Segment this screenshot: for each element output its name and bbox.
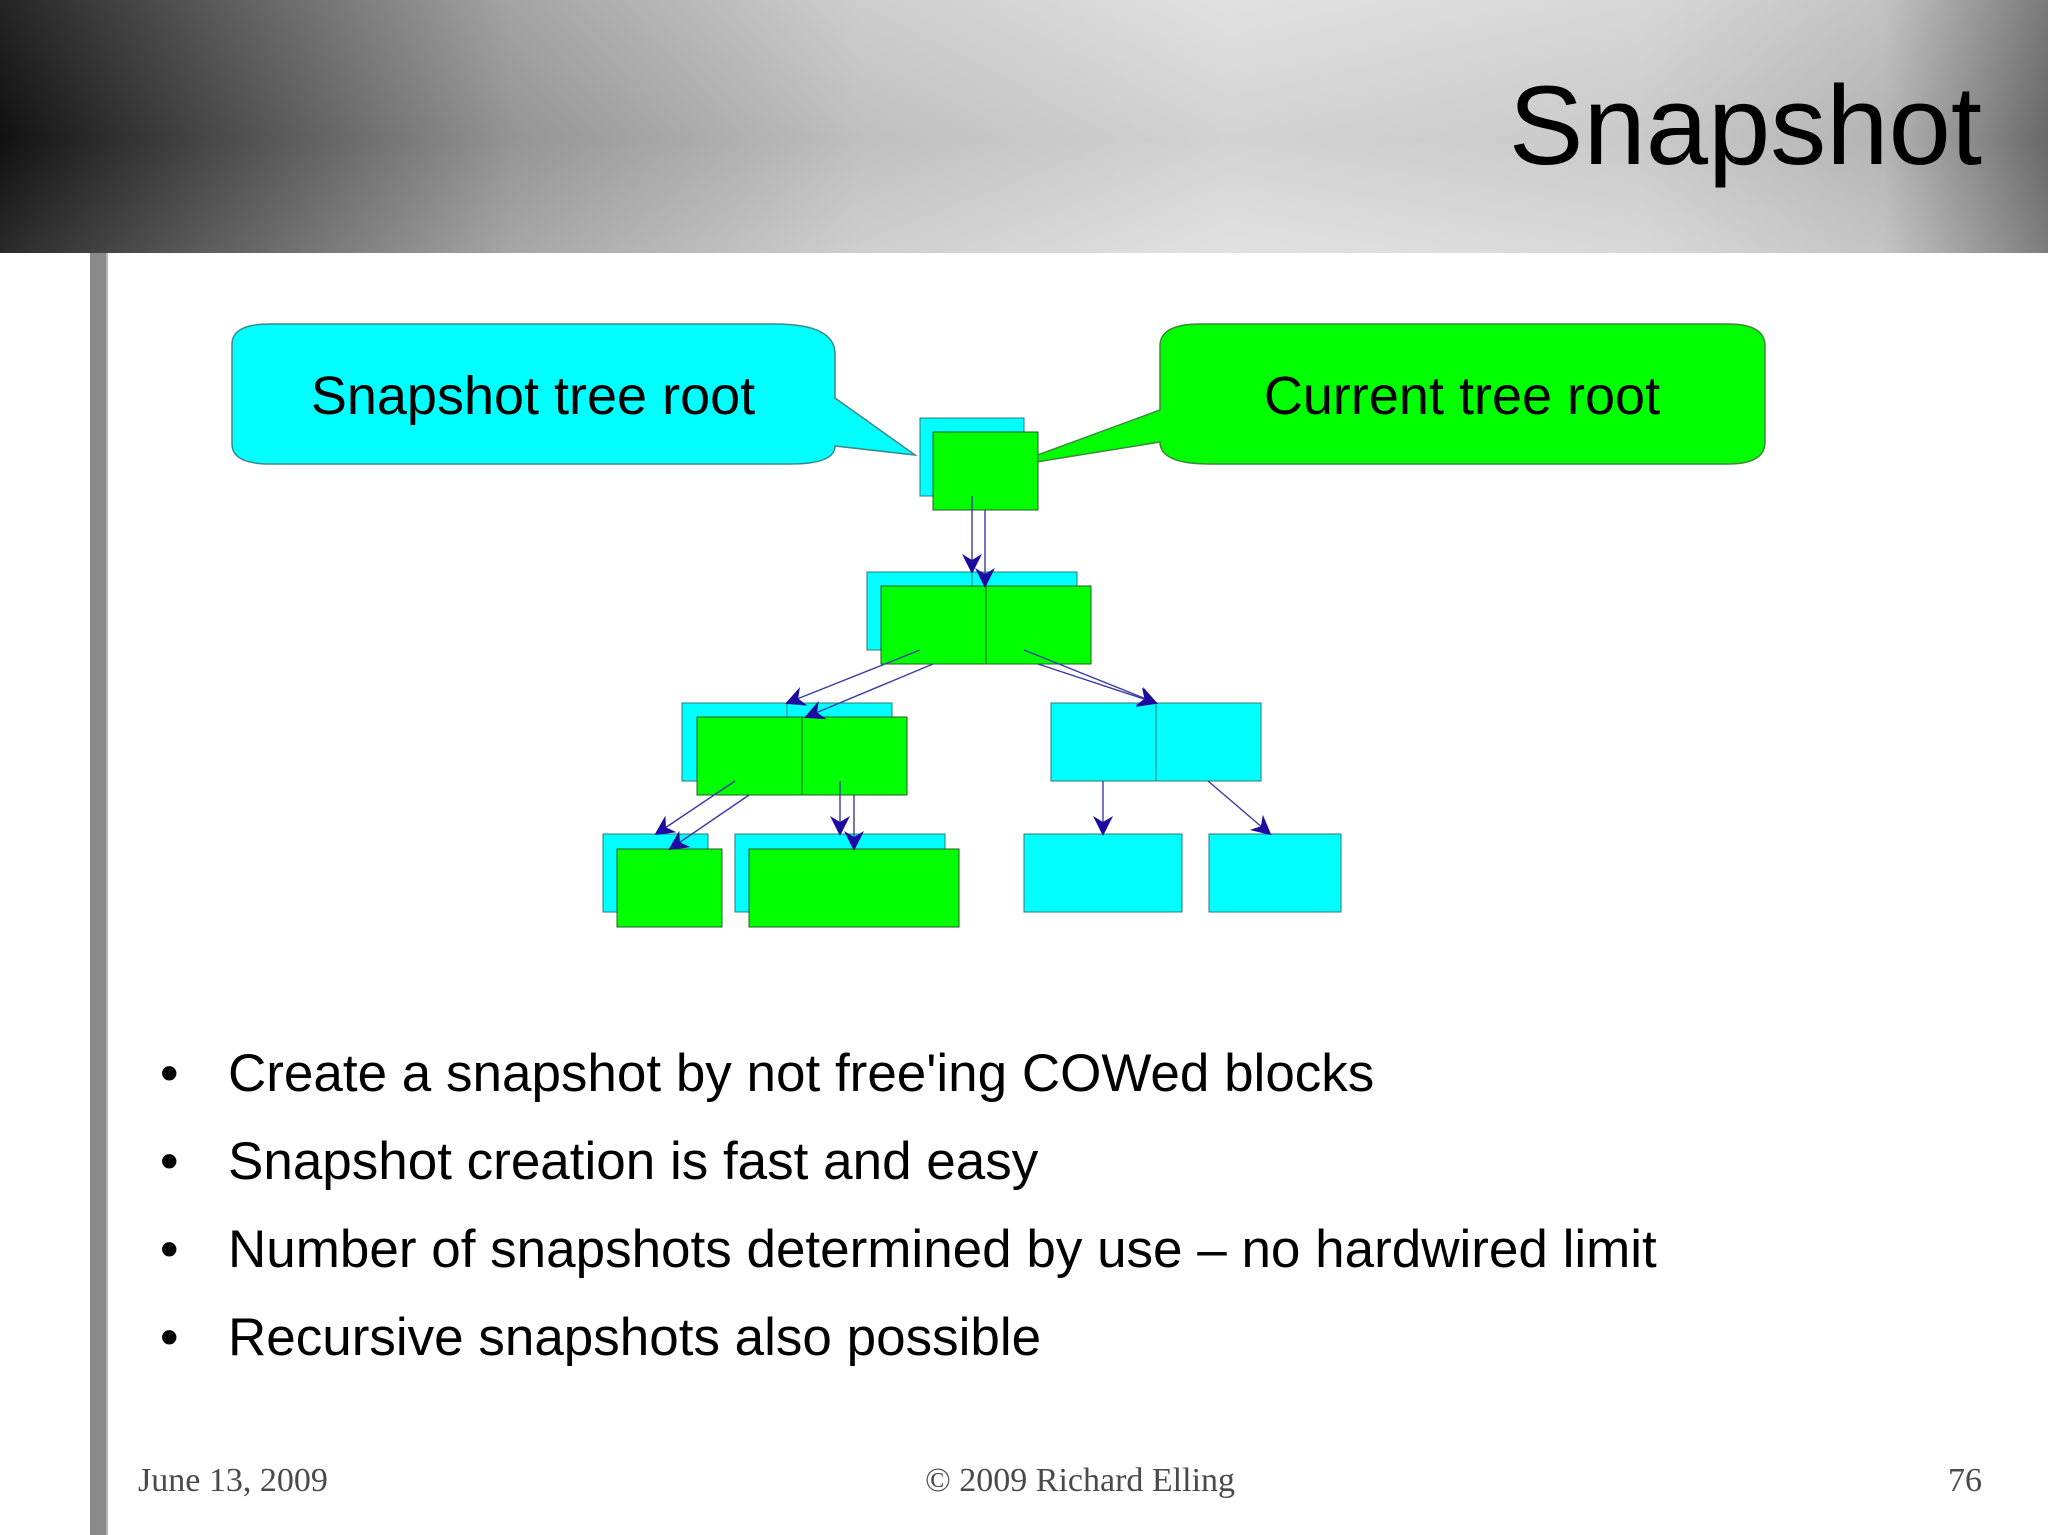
snapshot-leaf-block-4 [1208,833,1342,913]
snapshot-level2-right-block-b [1155,702,1262,782]
bullet-dot-icon: • [160,1132,179,1191]
current-level2-block-a [696,716,803,796]
arrow-current-level1-to-left [804,663,934,720]
footer-date: June 13, 2009 [138,1462,328,1499]
left-accent-bar [90,253,108,1535]
current-leaf-block-1 [616,848,723,928]
current-level1-block-left [880,585,987,665]
current-tree-blocks [616,431,1092,928]
arrow-snapshot-level1-to-left [785,649,921,706]
bullet-item: • Create a snapshot by not free'ing COWed… [160,1030,1657,1118]
bullet-dot-icon: • [160,1308,179,1367]
bullet-dot-icon: • [160,1044,179,1103]
arrow-current-level1-to-right [1037,663,1158,707]
current-tree-root-callout: Current tree root [1004,323,1766,468]
snapshot-callout-bubble [231,323,918,465]
bullet-list: • Create a snapshot by not free'ing COWed… [160,1030,1657,1382]
arrow-snapshot-level1-to-right [1023,649,1158,706]
bullet-text: Recursive snapshots also possible [228,1308,1042,1367]
arrow-snapshot-level2-to-leaf1 [654,780,736,836]
snapshot-tree-root-callout: Snapshot tree root [231,323,918,465]
current-level2-block-b [801,716,908,796]
bullet-item: • Number of snapshots determined by use –… [160,1206,1657,1294]
block-pointer-arrows [654,496,1272,851]
snapshot-callout-label: Snapshot tree root [311,366,755,426]
current-leaf-block-2 [748,848,960,928]
footer-page-number: 76 [1948,1462,1982,1499]
snapshot-level2-right-block-a [1050,702,1157,782]
current-callout-label: Current tree root [1264,366,1660,426]
current-level1-block-right [985,585,1092,665]
snapshot-leaf-block-3 [1023,833,1183,913]
bullet-item: • Snapshot creation is fast and easy [160,1118,1657,1206]
footer-copyright: © 2009 Richard Elling [924,1462,1236,1499]
current-callout-bubble [1004,323,1766,468]
bullet-dot-icon: • [160,1220,179,1279]
bullet-item: • Recursive snapshots also possible [160,1294,1657,1382]
arrow-right-level2-to-leaf4 [1207,780,1272,836]
header-band [0,0,2048,253]
slide-title: Snapshot [1508,63,1982,188]
current-root-block [932,431,1039,511]
snapshot-tree-diagram: Snapshot tree root Current tree root [231,323,1766,928]
bullet-text: Number of snapshots determined by use – … [228,1220,1657,1279]
bullet-text: Snapshot creation is fast and easy [228,1132,1039,1191]
arrow-current-level2-to-leaf1 [668,794,750,851]
bullet-text: Create a snapshot by not free'ing COWed … [228,1044,1375,1103]
